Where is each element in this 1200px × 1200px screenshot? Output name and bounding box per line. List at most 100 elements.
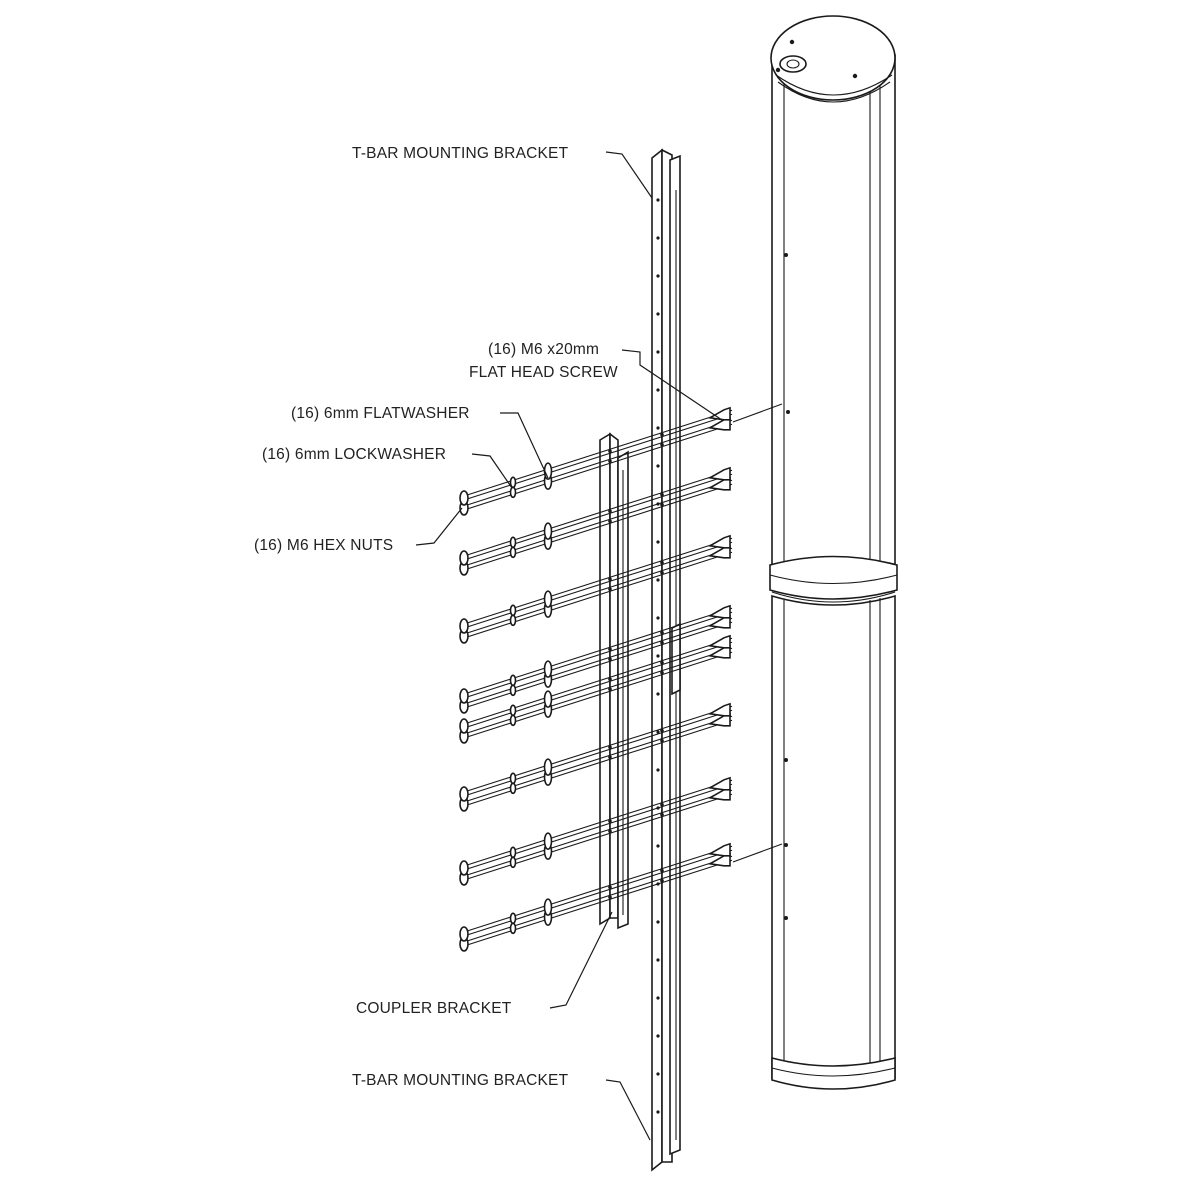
bracket-hole [660,432,664,437]
bolt-shaft [463,607,733,695]
tbar-hole [656,350,660,354]
bolt-shaft [463,779,733,867]
bolt-shaft [463,621,733,709]
flat-head-screw-icon [707,852,731,867]
tbar-hole [656,1034,660,1038]
flat-head-screw-icon [707,702,731,717]
flat-head-screw-icon [707,614,731,629]
bracket-hole [660,738,664,743]
callout-labels: T-BAR MOUNTING BRACKET (16) M6 x20mm FLA… [254,145,618,1089]
bolt-shaft [463,715,733,803]
label-lockwasher: (16) 6mm LOCKWASHER [262,446,446,463]
bolt-shaft [463,419,733,507]
bolt-shaft [463,547,733,635]
bolt-shaft [463,413,733,501]
bracket-hole [608,657,612,662]
tbar-hole [656,1072,660,1076]
lockwasher-icon [509,486,517,499]
tbar-hole [656,312,660,316]
bolt-shaft [463,473,733,561]
tbar-mounting-bracket [651,148,681,1172]
bracket-hole [608,885,612,890]
bolt-shaft [463,537,733,625]
speaker-column [769,15,898,1090]
flatwasher-icon [543,522,553,540]
bolt-shaft [463,617,733,705]
tbar-hole [656,578,660,582]
flatwasher-icon [543,898,553,916]
lockwasher-icon [509,922,517,935]
flatwasher-icon [543,758,553,776]
bracket-hole [608,895,612,900]
lockwasher-icon [509,782,517,795]
label-coupler-bracket: COUPLER BRACKET [356,1000,512,1017]
bolt-shaft [463,845,733,933]
lockwasher-icon [509,714,517,727]
bolt-shaft [463,859,733,947]
bracket-hole [660,630,664,635]
flat-head-screw-icon [707,634,731,649]
lockwasher-icon [509,604,517,617]
bolt-shaft [463,637,733,725]
tbar-hole [656,654,660,658]
tbar-hole [656,692,660,696]
bracket-hole [660,802,664,807]
flatwasher-icon [543,690,553,708]
flat-head-screw-icon [707,416,731,431]
hex-nut-icon [459,718,469,734]
bracket-hole [608,829,612,834]
tbar-hole [656,274,660,278]
bracket-hole [608,587,612,592]
bracket-hole [608,647,612,652]
lockwasher-icon [509,614,517,627]
bolt-shaft [463,709,733,797]
bracket-hole [660,502,664,507]
bolt-shaft [463,793,733,881]
tbar-hole [656,996,660,1000]
tbar-hole [656,1110,660,1114]
bolt-shaft [463,611,733,699]
lockwasher-icon [509,856,517,869]
lockwasher-icon [509,476,517,489]
tbar-hole [656,958,660,962]
hex-nut-icon [459,926,469,942]
bracket-hole [608,677,612,682]
bracket-hole [660,560,664,565]
lockwasher-icon [509,912,517,925]
lockwasher-icon [509,536,517,549]
flatwasher-icon [543,660,553,678]
flat-head-screw-icon [707,604,731,619]
bracket-hole [660,492,664,497]
tbar-hole [656,920,660,924]
flat-head-screw-icon [707,466,731,481]
bracket-hole [660,728,664,733]
bolt-shaft [463,855,733,943]
bolt-shaft [463,423,733,511]
label-screw-size: (16) M6 x20mm [488,341,599,358]
hex-nut-icon [459,786,469,802]
bolt-shaft [463,789,733,877]
tbar-hole [656,730,660,734]
flat-head-screw-icon [707,644,731,659]
bracket-hole [660,812,664,817]
bracket-hole [660,660,664,665]
bolt-shaft [463,719,733,807]
tbar-hole [656,616,660,620]
lockwasher-icon [509,704,517,717]
lockwasher-icon [509,684,517,697]
bolt-shaft [463,469,733,557]
label-screw-type: FLAT HEAD SCREW [469,364,618,381]
lockwasher-icon [509,846,517,859]
bracket-hole [608,459,612,464]
flat-head-screw-icon [707,786,731,801]
hex-nut-icon [459,688,469,704]
bracket-hole [660,878,664,883]
tbar-hole [656,540,660,544]
hex-nut-icon [459,550,469,566]
bolt-shaft [463,479,733,567]
flatwasher-icon [543,590,553,608]
bracket-hole [608,577,612,582]
bolt-shaft [463,641,733,729]
bolt-shaft [463,483,733,571]
